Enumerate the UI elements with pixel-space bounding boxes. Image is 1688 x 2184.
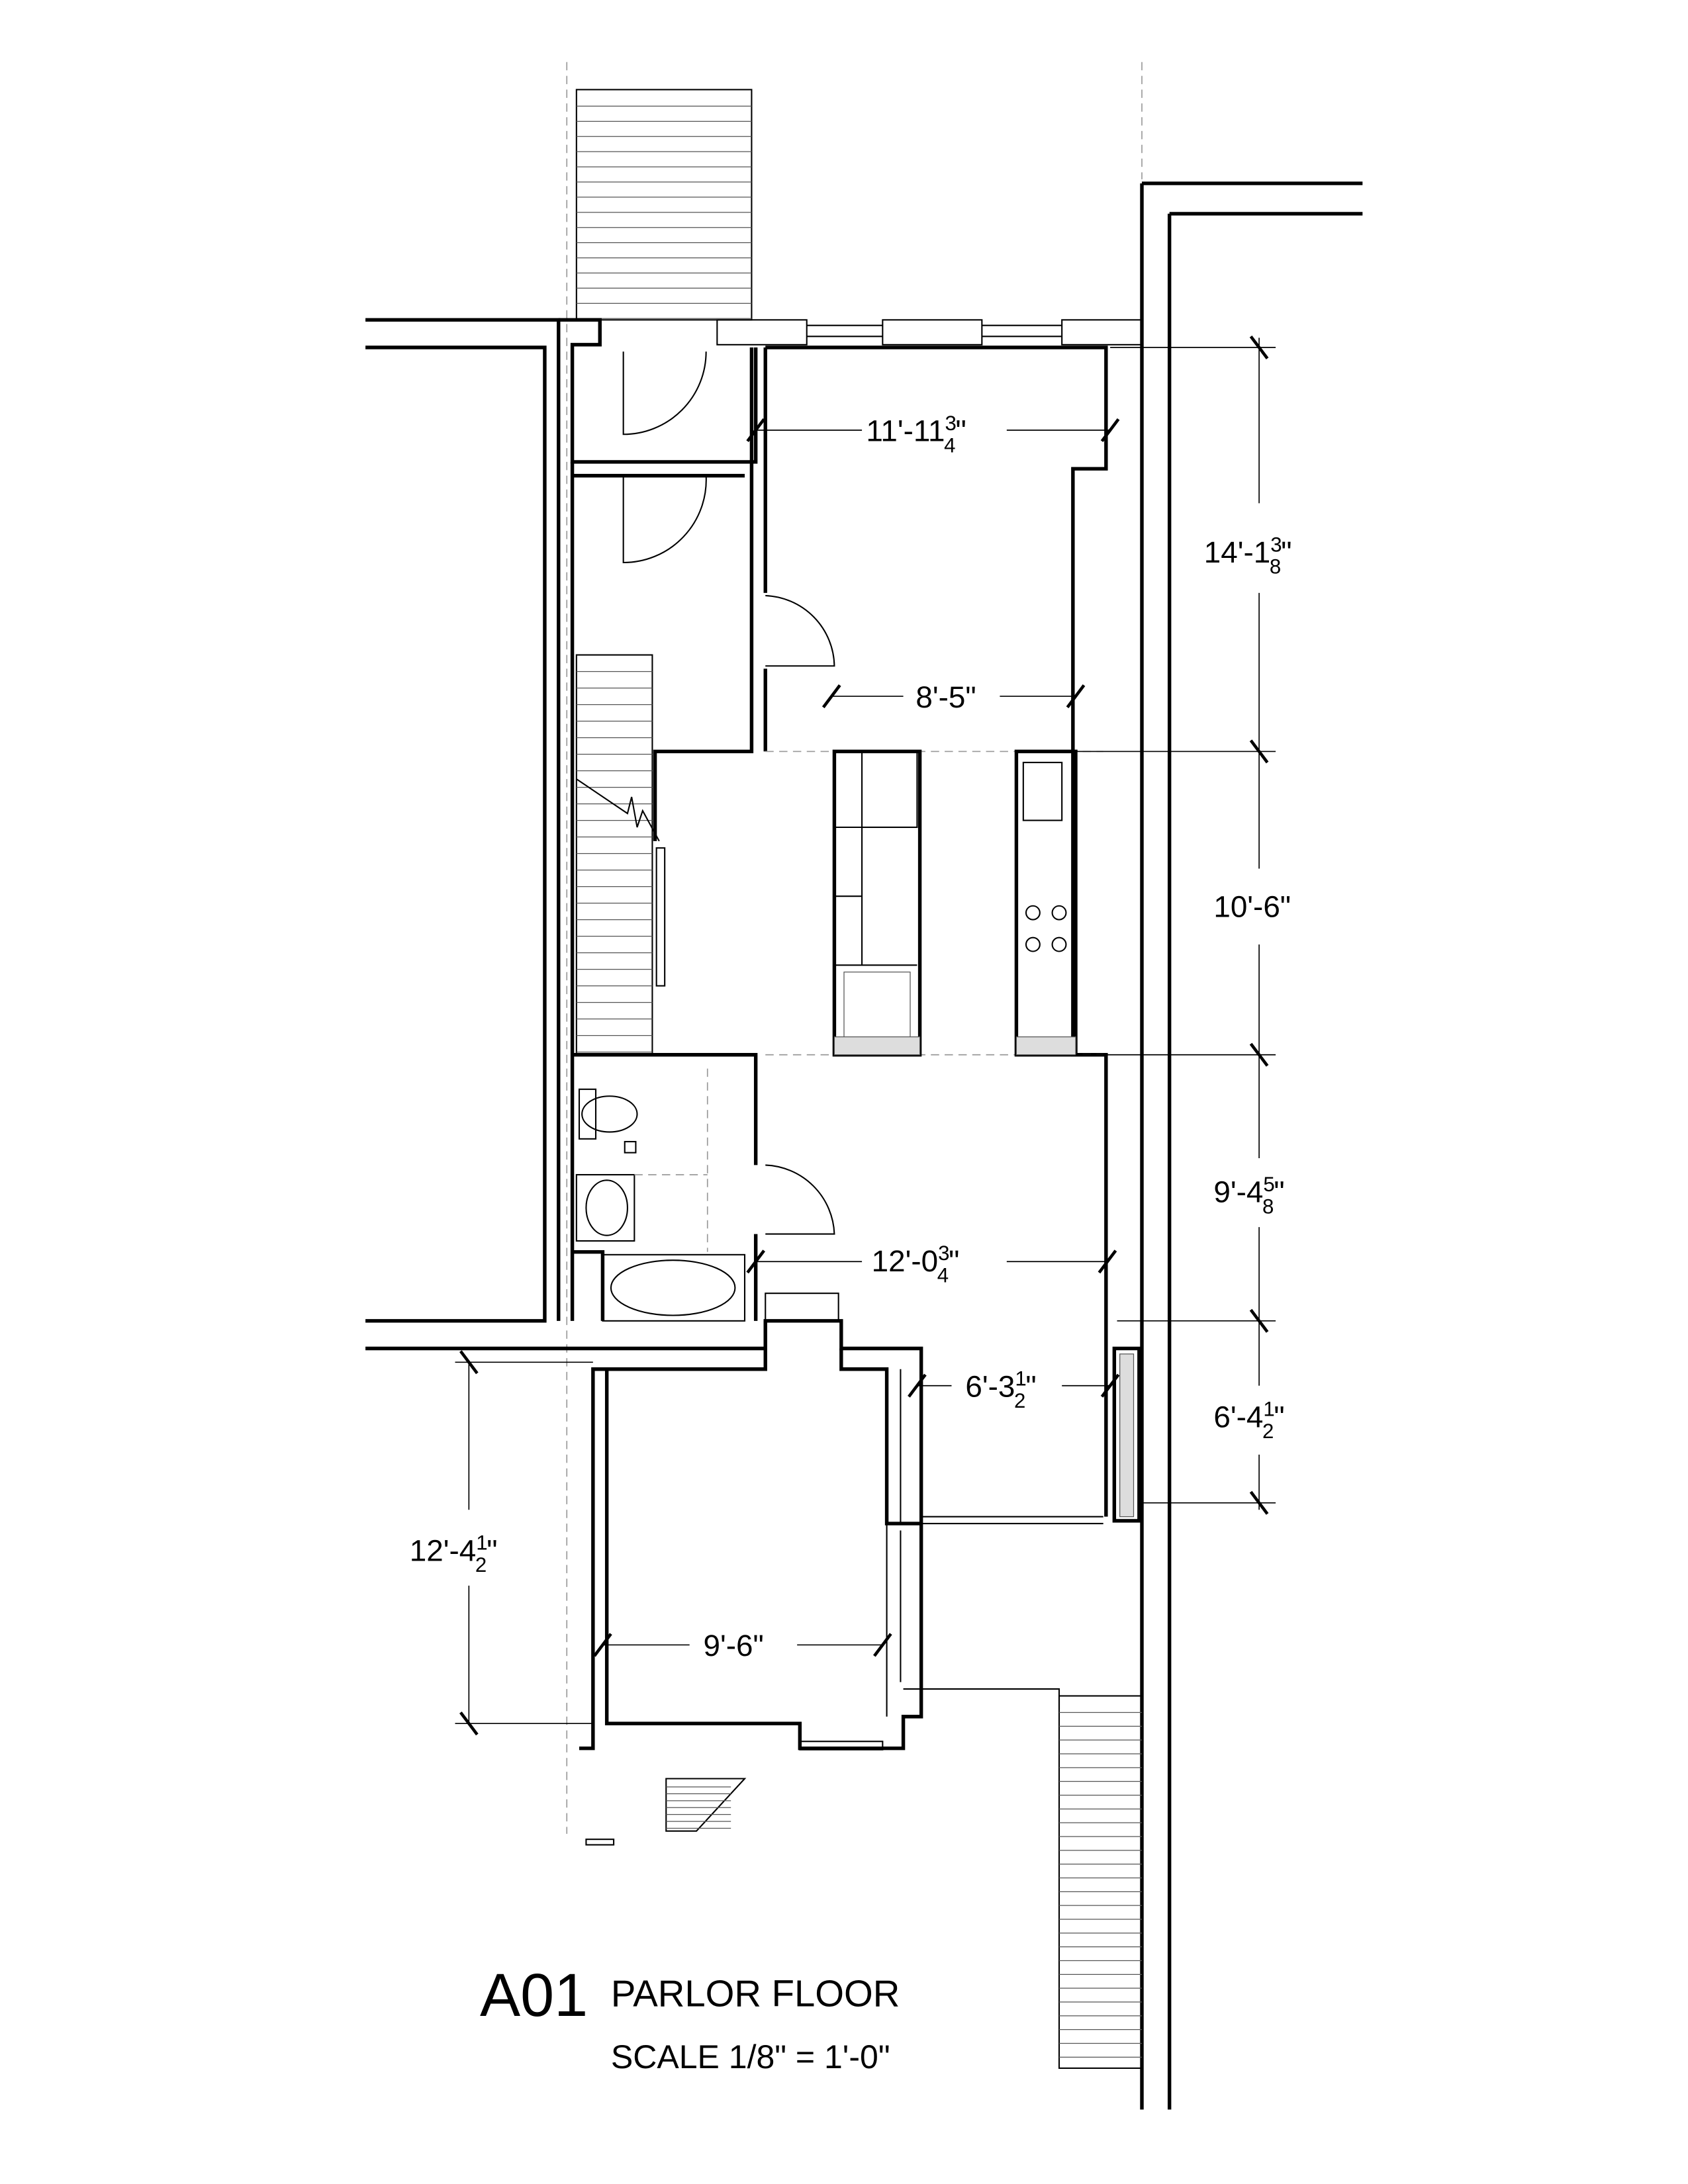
cooktop-icon <box>1025 905 1067 952</box>
dim-mid-width: 8'-5" <box>915 680 976 714</box>
rear-stairs <box>585 1695 1143 2070</box>
toilet-icon <box>581 1095 638 1133</box>
dim-kitchen-depth: 10'-6" <box>1213 889 1291 923</box>
kitchen <box>765 749 1103 1057</box>
sink-icon <box>585 1179 628 1236</box>
drawing-title: PARLOR FLOOR <box>611 1972 900 2014</box>
drawing-scale: SCALE 1/8" = 1'-0" <box>611 2038 890 2075</box>
party-walls <box>365 181 1363 2110</box>
property-lines <box>566 62 1143 2068</box>
doors <box>570 347 835 1321</box>
title-block: A01 PARLOR FLOOR SCALE 1/8" = 1'-0" <box>480 1962 900 2075</box>
dimension-lines <box>455 335 1276 1736</box>
sheet-id: A01 <box>480 1962 588 2029</box>
interior-stair <box>575 654 666 1056</box>
rear-extension <box>579 1293 1141 1751</box>
bathroom <box>572 1053 758 1322</box>
dim-extension-width: 9'-6" <box>704 1629 764 1662</box>
bathtub-icon <box>610 1259 736 1316</box>
front-stoop-stairs <box>575 89 753 321</box>
